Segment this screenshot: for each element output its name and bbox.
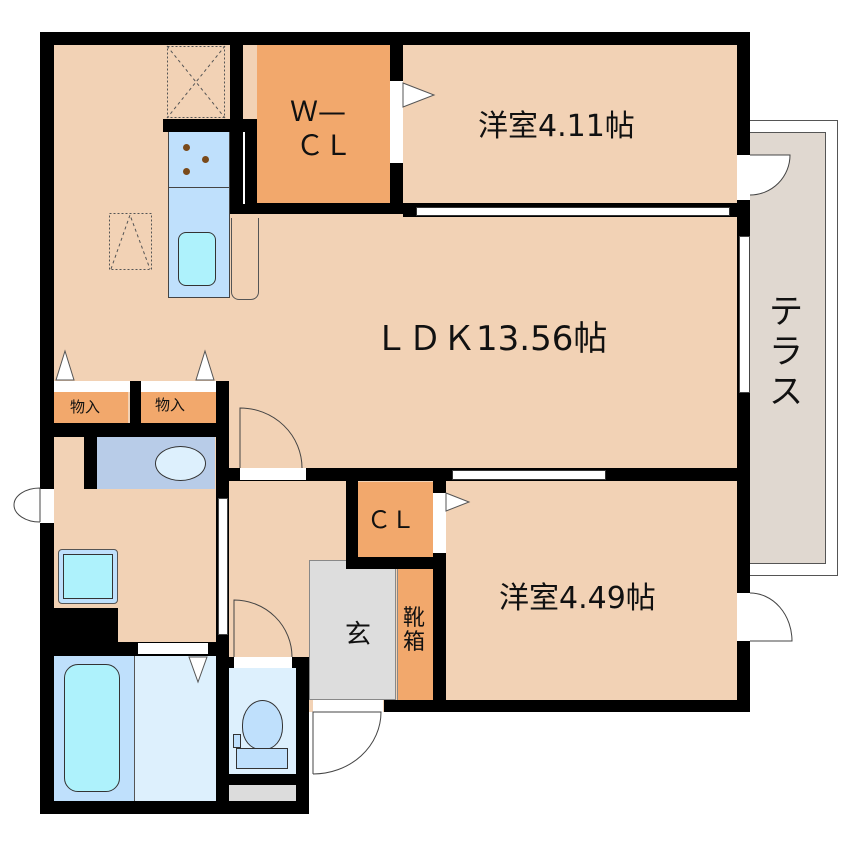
door-arrow-icon bbox=[402, 82, 436, 108]
wall-top bbox=[40, 32, 750, 45]
stove-burner-icon bbox=[183, 144, 190, 151]
wall-wic-inner bbox=[243, 120, 257, 204]
wall-wash-left bbox=[84, 423, 97, 489]
toilet-tank-icon bbox=[236, 748, 288, 769]
terrace bbox=[746, 132, 826, 564]
bathroom-door[interactable] bbox=[138, 643, 208, 654]
ldk-label: ＬＤＫ13.56帖 bbox=[374, 319, 608, 359]
walk-in-closet-label-1: Ｗ— bbox=[290, 95, 347, 128]
wall-wic-bottom bbox=[230, 203, 420, 214]
western-room-1-label: 洋室4.11帖 bbox=[478, 109, 635, 144]
door-arrow-icon bbox=[445, 492, 471, 512]
wall-entrance-left bbox=[296, 657, 309, 707]
wall-kitchen-top bbox=[163, 119, 257, 132]
toilet-door[interactable] bbox=[234, 657, 292, 668]
closet-door[interactable] bbox=[433, 493, 446, 553]
door-arrow-icon bbox=[195, 349, 215, 381]
door-swing-icon bbox=[233, 599, 293, 658]
kitchen-side-counter bbox=[231, 218, 259, 300]
terrace-door-2[interactable] bbox=[737, 593, 750, 641]
walk-in-closet bbox=[257, 44, 390, 204]
toilet-shelf bbox=[228, 785, 296, 801]
bathtub-icon bbox=[64, 664, 120, 792]
door-arrow-icon bbox=[13, 487, 41, 523]
entrance-door[interactable] bbox=[313, 700, 383, 712]
door-arrow-icon bbox=[55, 349, 75, 381]
washroom-sliding-door[interactable] bbox=[218, 498, 228, 635]
wic-door[interactable] bbox=[390, 81, 403, 163]
door-arrow-icon bbox=[188, 656, 208, 684]
room1-sliding-door[interactable] bbox=[416, 207, 730, 216]
storage-1 bbox=[54, 392, 128, 424]
toilet-bowl-icon bbox=[242, 700, 283, 750]
ldk-sliding-door[interactable] bbox=[452, 470, 606, 480]
sink-icon bbox=[178, 232, 216, 286]
storage-1-door[interactable] bbox=[52, 381, 130, 392]
door-swing-icon bbox=[312, 711, 382, 775]
corridor-door[interactable] bbox=[240, 468, 306, 480]
storage-2-label: 物入 bbox=[155, 396, 186, 414]
wall-bath-right bbox=[216, 642, 229, 814]
stove-burner-icon bbox=[183, 168, 190, 175]
storage-2 bbox=[141, 392, 216, 424]
door-swing-icon bbox=[239, 407, 303, 469]
wall-toilet-bottom bbox=[216, 774, 309, 785]
shoe-box bbox=[397, 568, 433, 700]
storage-2-door[interactable] bbox=[139, 381, 217, 392]
wall-bottom-right bbox=[384, 700, 750, 712]
kitchen-divider bbox=[168, 187, 230, 188]
wall-bottom-left bbox=[40, 801, 309, 814]
side-window[interactable] bbox=[40, 489, 54, 523]
ceiling-storage-icon bbox=[166, 45, 226, 119]
door-swing-icon bbox=[749, 592, 793, 642]
wic-opening-strip bbox=[243, 132, 245, 204]
terrace-label: テラス bbox=[769, 292, 803, 412]
ldk-window[interactable] bbox=[739, 236, 750, 393]
wash-basin-icon bbox=[155, 446, 206, 481]
shoe-box-label-2: 箱 bbox=[403, 630, 426, 655]
storage-1-label: 物入 bbox=[70, 398, 101, 416]
walk-in-closet-label-2: ＣＬ bbox=[296, 129, 353, 162]
closet-label: ＣＬ bbox=[367, 506, 415, 534]
terrace-door-1[interactable] bbox=[737, 155, 750, 200]
shoe-box-label-1: 靴 bbox=[403, 606, 426, 631]
closet bbox=[358, 482, 433, 557]
stove-burner-icon bbox=[202, 156, 209, 163]
western-room-2-label: 洋室4.49帖 bbox=[499, 581, 656, 616]
wall-closet-left bbox=[346, 468, 358, 568]
wall-storage-bottom bbox=[40, 423, 229, 437]
door-swing-icon bbox=[749, 154, 791, 196]
entrance bbox=[309, 560, 396, 700]
refrigerator-space-icon bbox=[109, 213, 152, 270]
washing-machine-drum bbox=[63, 554, 113, 599]
entrance-label: 玄 bbox=[345, 620, 372, 650]
toilet-paper-icon bbox=[233, 734, 241, 748]
wall-closet-bottom bbox=[346, 557, 446, 569]
wall-storage-mid bbox=[130, 381, 141, 423]
